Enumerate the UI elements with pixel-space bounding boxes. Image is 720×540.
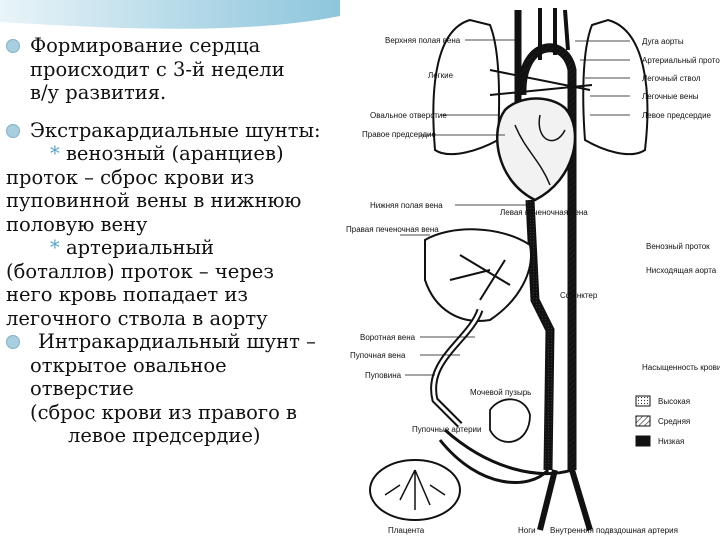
- label-umbilical-cord: Пуповина: [365, 371, 402, 380]
- bullet-icon: [6, 335, 20, 349]
- text-line: него кровь попадает из: [6, 283, 249, 306]
- label-pulmonary-trunk: Легочный ствол: [642, 74, 701, 83]
- legend-high-swatch: [635, 395, 651, 407]
- umbilical-arteries-shape: [438, 428, 573, 484]
- text-line: Интракардиальный шунт –: [38, 330, 316, 353]
- bullet-intracardiac-shunt: Интракардиальный шунт – открытое овально…: [6, 330, 348, 448]
- text-line: левое предсердие): [68, 424, 261, 447]
- text-line: (боталлов) проток – через: [6, 259, 274, 283]
- bullet-heart-formation: Формирование сердца происходит с 3-й нед…: [6, 34, 348, 105]
- liver-shape: [424, 228, 532, 322]
- right-lung-shape: [582, 18, 649, 156]
- label-descending-aorta: Нисходящая аорта: [646, 266, 717, 275]
- left-lung-shape: [432, 18, 501, 156]
- label-umbilical-arteries: Пупочные артерии: [412, 425, 482, 434]
- shunt-venous: * венозный (аранциев) проток – сброс кро…: [6, 142, 348, 236]
- legs-shape: [537, 469, 593, 531]
- shunt-arterial: * артериальный (боталлов) проток – через…: [6, 236, 348, 330]
- text-line: происходит с 3-й недели: [30, 57, 285, 81]
- label-lungs: Легкие: [428, 71, 454, 80]
- label-left-atrium: Левое предсердие: [642, 111, 712, 120]
- label-ductus-venosus: Венозный проток: [646, 242, 710, 251]
- bullet-icon: [6, 123, 20, 138]
- label-upper-vena-cava: Верхняя полая вена: [385, 36, 461, 45]
- heart-shape: [496, 97, 577, 202]
- legend-high: Высокая: [658, 397, 690, 406]
- label-right-hepatic-vein: Правая печеночная вена: [346, 225, 439, 234]
- legend-title: Насыщенность крови кислородом:: [642, 363, 720, 372]
- text-line: артериальный: [65, 236, 215, 259]
- text-line: легочного ствола в аорту: [6, 306, 268, 330]
- label-portal-vein: Воротная вена: [360, 333, 416, 342]
- legend-medium: Средняя: [658, 417, 690, 426]
- text-line: (сброс крови из правого в: [30, 400, 297, 424]
- text-line: в/у развития.: [30, 81, 167, 104]
- text-line: отверстие: [30, 377, 134, 400]
- text-line: Формирование сердца: [30, 34, 261, 57]
- label-left-hepatic-vein: Левая печеночная вена: [500, 208, 588, 217]
- label-umbilical-vein: Пупочная вена: [350, 351, 406, 360]
- shunts-heading: Экстракардиальные шунты:: [30, 118, 321, 142]
- star-marker: *: [50, 236, 60, 259]
- bullet-extracardiac-shunts: Экстракардиальные шунты:: [6, 119, 348, 143]
- bladder-shape: [489, 398, 531, 443]
- legend-medium-swatch: [635, 415, 651, 427]
- label-foramen-ovale: Овальное отверстие: [370, 111, 447, 120]
- label-pulmonary-veins: Легочные вены: [642, 92, 699, 101]
- top-wave-decoration: [0, 0, 341, 32]
- label-internal-iliac: Внутренняя подвздошная артерия: [550, 526, 678, 535]
- text-line: пуповинной вены в нижнюю: [6, 189, 302, 212]
- text-line: открытое овальное: [30, 353, 227, 377]
- label-right-atrium: Правое предсердие: [362, 130, 437, 139]
- label-sphincter: Сфинктер: [560, 291, 598, 300]
- label-legs: Ноги: [518, 526, 536, 535]
- label-ductus-arteriosus: Артериальный проток: [642, 56, 720, 65]
- text-line: проток – сброс крови из: [6, 165, 255, 189]
- label-placenta: Плацента: [388, 526, 425, 535]
- fetal-circulation-diagram: Верхняя полая вена Легкие Овальное отвер…: [340, 0, 720, 540]
- legend-low: Низкая: [658, 437, 684, 446]
- label-inferior-vena-cava: Нижняя полая вена: [370, 201, 443, 210]
- label-bladder: Мочевой пузырь: [470, 388, 531, 397]
- text-line: венозный (аранциев): [65, 142, 284, 165]
- legend-low-swatch: [635, 435, 651, 447]
- star-marker: *: [50, 142, 60, 165]
- slide-text: Формирование сердца происходит с 3-й нед…: [6, 34, 348, 448]
- bullet-icon: [6, 39, 20, 53]
- text-line: половую вену: [6, 212, 148, 236]
- label-aortic-arch: Дуга аорты: [642, 37, 684, 46]
